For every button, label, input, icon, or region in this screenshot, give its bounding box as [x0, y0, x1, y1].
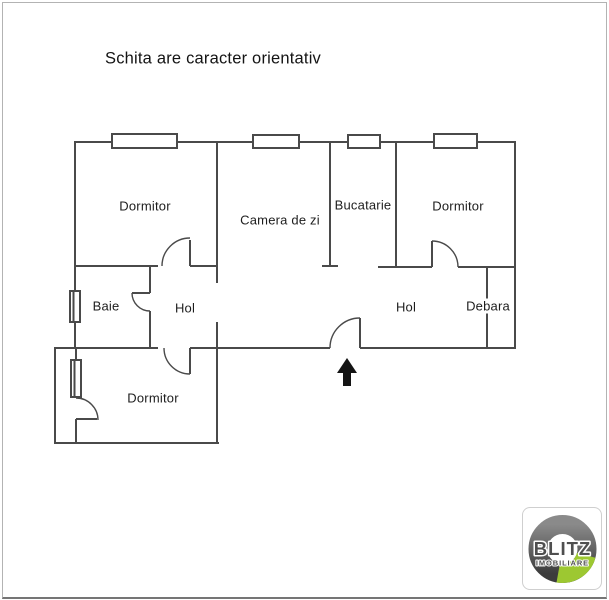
logo-ring-accent — [556, 552, 596, 583]
room-label-baie: Baie — [92, 298, 120, 314]
logo-brand-text: BLITZ — [534, 538, 591, 559]
logo-tagline-text: IMOBILIARE — [536, 559, 589, 568]
room-label-debara: Debara — [463, 298, 513, 314]
room-label-bucatarie: Bucatarie — [334, 197, 392, 213]
door-leaves — [76, 240, 433, 420]
room-label-hol-left: Hol — [174, 300, 196, 316]
bedroom2-door-arc — [431, 240, 459, 268]
blitz-logo-graphic: BLITZ IMOBILIARE — [528, 515, 597, 583]
room-label-dormitor-bottom: Dormitor — [127, 390, 179, 406]
bedroom1-door-arc — [161, 237, 191, 267]
room-label-camera-de-zi: Camera de zi — [240, 212, 320, 228]
window-kitchen — [347, 134, 381, 149]
window-bedroom2 — [433, 133, 478, 149]
walls — [54, 141, 516, 444]
door-arcs — [75, 237, 459, 421]
room-label-dormitor-top-left: Dormitor — [119, 198, 171, 214]
room-label-hol-right: Hol — [395, 299, 417, 315]
window-living — [252, 134, 300, 149]
windows — [69, 133, 478, 398]
bedroom3-door-arc — [163, 347, 191, 375]
room-label-dormitor-top-right: Dormitor — [432, 198, 484, 214]
entrance-door-arc — [329, 317, 361, 349]
window-bathroom — [69, 290, 81, 323]
window-bedroom3 — [70, 359, 82, 398]
bathroom-door-arc — [131, 292, 151, 312]
balcony-door-arc — [75, 397, 99, 421]
blitz-logo: BLITZ IMOBILIARE — [522, 507, 602, 590]
plan-disclaimer-title: Schita are caracter orientativ — [105, 49, 322, 68]
window-bedroom1 — [111, 133, 178, 149]
entrance-arrow-icon — [337, 358, 357, 386]
